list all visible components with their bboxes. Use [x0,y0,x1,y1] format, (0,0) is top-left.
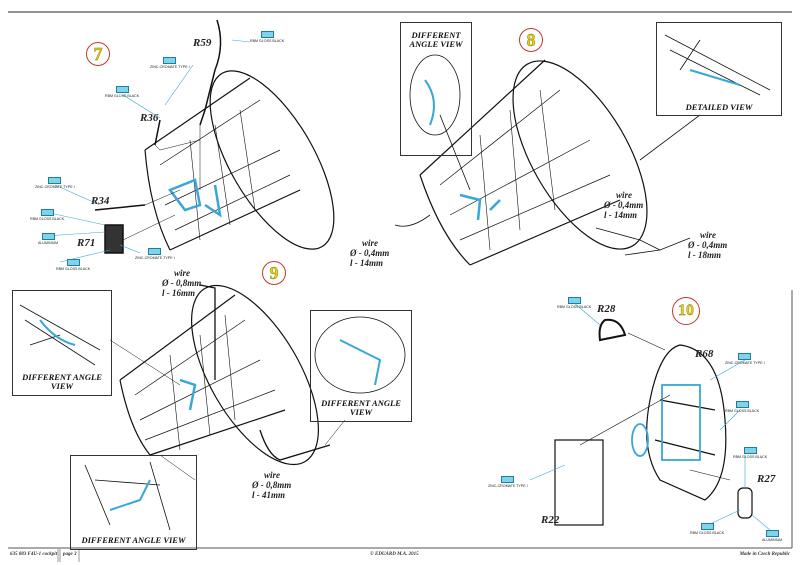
step-10-badge: 10 [672,297,700,325]
paint-callout: ALUMINIUM [762,530,782,542]
paint-callout: RBM GLOSS BLACK [690,523,724,535]
part-label-r27: R27 [757,473,776,485]
paint-callout: RBM GLOSS BLACK [105,86,139,98]
step8-inset-sketch [409,34,771,136]
part-label-r36: R36 [140,112,159,124]
part-label-r71: R71 [77,237,96,249]
paint-callout: RBM GLOSS BLACK [557,297,591,309]
paint-callout: RBM GLOSS BLACK [725,401,759,413]
paint-callout: RBM GLOSS BLACK [250,31,284,43]
step9-wires [199,284,331,461]
paint-callout: RBM GLOSS BLACK [30,209,64,221]
part-r28-shape [598,318,627,342]
paint-callout: ZINC-CROMATE TYPE I [35,177,75,189]
part-label-r22: R22 [541,514,560,526]
part-label-r68: R68 [695,348,714,360]
step9-cockpit-tub [119,284,319,466]
step8-wires [394,114,701,256]
part-r22-shape [554,439,604,526]
step9-inset-sketches [19,304,406,531]
step7-parts [94,19,222,254]
inset-different-angle-view: DIFFERENT ANGLE VIEW [310,310,412,422]
paint-callout: ZINC-CROMATE TYPE I [725,353,765,365]
step8-cockpit-tub [419,59,648,266]
step10-seat-armor [646,344,727,501]
paint-callout: ZINC-CROMATE TYPE I [488,476,528,488]
inset-detailed-view: DETAILED VIEW [656,22,782,116]
step-9-badge: 9 [262,261,286,285]
part-label-r28: R28 [597,303,616,315]
step-8-badge: 8 [519,28,543,52]
footer-page: page 3 [63,552,77,557]
paint-callout: RBM GLOSS BLACK [56,259,90,271]
part-r27-shape [737,487,753,519]
paint-callout: ALUMINIUM [38,233,58,245]
part-label-r59: R59 [193,37,212,49]
inset-different-angle-view: DIFFERENT ANGLE VIEW [70,455,197,550]
footer-kit-number: 635 083 F4U-1 cockpit [10,552,58,557]
paint-callout: RBM GLOSS BLACK [733,447,767,459]
paint-callout: ZINC-CROMATE TYPE I [135,248,175,260]
inset-different-angle-view: DIFFERENT ANGLE VIEW [400,22,472,156]
part-label-r34: R34 [91,195,110,207]
footer-origin: Made in Czech Republic [739,552,790,557]
paint-callout: ZINC-CROMATE TYPE I [150,57,190,69]
footer-copyright: © EDUARD M.A. 2015 [370,552,419,557]
inset-different-angle-view: DIFFERENT ANGLE VIEW [12,290,112,396]
step-7-badge: 7 [86,42,110,66]
step7-cockpit-tub [144,70,335,251]
step7-highlights [168,178,222,218]
